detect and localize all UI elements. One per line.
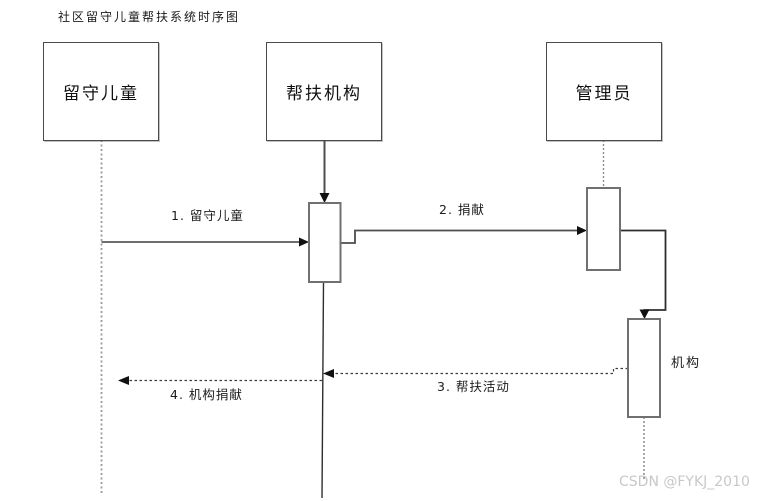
actor-box-left-behind-children: 留守儿童 bbox=[43, 42, 159, 141]
message-1-label: 1. 留守儿童 bbox=[171, 208, 244, 223]
actor-label: 管理员 bbox=[575, 84, 633, 104]
message-3-label: 3. 帮扶活动 bbox=[437, 379, 510, 394]
diagram-title: 社区留守儿童帮扶系统时序图 bbox=[58, 10, 241, 24]
actor-label: 留守儿童 bbox=[63, 84, 139, 104]
activation-org bbox=[308, 202, 342, 283]
message-3-line bbox=[331, 367, 628, 375]
message-3-arrowhead-icon bbox=[323, 369, 334, 378]
activation-admin bbox=[586, 187, 621, 271]
lifeline-org-arrowhead-down-icon bbox=[319, 193, 330, 203]
message-1-arrowhead-icon bbox=[299, 237, 309, 247]
actor-box-administrator: 管理员 bbox=[546, 42, 662, 141]
flow-admin-to-institution-line bbox=[620, 229, 667, 311]
activation-institution bbox=[627, 318, 661, 418]
actor-box-support-organization: 帮扶机构 bbox=[266, 42, 382, 141]
message-4-arrowhead-icon bbox=[118, 376, 129, 385]
lifeline-org-bottom-solid bbox=[321, 281, 325, 499]
flow-admin-to-institution-arrowhead-icon bbox=[639, 309, 650, 319]
institution-object-label: 机构 bbox=[671, 356, 702, 371]
message-2-arrowhead-icon bbox=[577, 226, 587, 235]
message-4-label: 4. 机构捐献 bbox=[170, 387, 243, 402]
csdn-watermark: CSDN @FYKJ_2010 bbox=[619, 474, 750, 490]
message-2-label: 2. 捐献 bbox=[439, 202, 485, 217]
actor-label: 帮扶机构 bbox=[286, 84, 362, 104]
message-2-line bbox=[341, 229, 579, 244]
